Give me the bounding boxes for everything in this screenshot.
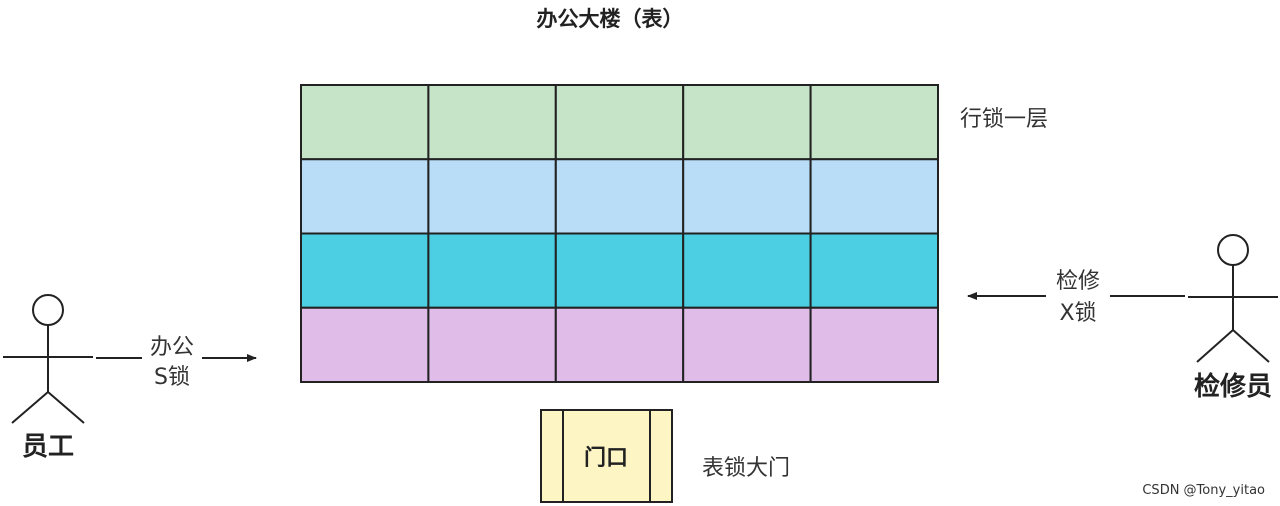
repairman-right-leg (1232, 329, 1270, 363)
employee-name: 员工 (22, 432, 74, 462)
employee-arrow-label-bg (142, 333, 202, 387)
employee-left-leg (11, 391, 49, 424)
floor-2-cell-3 (554, 158, 685, 235)
employee-actor (3, 294, 93, 424)
repairman-action-line2: X锁 (1059, 301, 1096, 326)
repairman-actor (1188, 234, 1278, 363)
floor-2-cell-4 (682, 158, 812, 235)
door: 门口 (540, 409, 673, 503)
repairman-head (1217, 234, 1249, 266)
floor-3-cell-3 (554, 232, 685, 309)
employee-action-line2: S锁 (154, 365, 190, 390)
floor-4-cell-4 (682, 306, 812, 383)
repairman-left-leg (1196, 329, 1234, 363)
diagram-title: 办公大楼（表） (537, 7, 684, 31)
floor-2-cell-2 (427, 158, 557, 235)
watermark: CSDN @Tony_yitao (1142, 483, 1265, 498)
floor-2-cell-1 (300, 158, 430, 235)
floor-3-cell-5 (809, 232, 939, 309)
repairman-action-line1: 检修 (1056, 269, 1100, 294)
row-lock-label: 行锁一层 (960, 107, 1048, 132)
floor-4-cell-2 (427, 306, 557, 383)
floor-2-cell-5 (809, 158, 939, 235)
floor-4-cell-1 (300, 306, 430, 383)
floor-3-cell-1 (300, 232, 430, 309)
floor-1-cell-3 (554, 84, 685, 161)
floor-4-cell-3 (554, 306, 685, 383)
floor-1-cell-4 (682, 84, 812, 161)
door-label: 门口 (584, 445, 628, 471)
floor-1-cell-1 (300, 84, 430, 161)
floor-1-cell-5 (809, 84, 939, 161)
floor-4-cell-5 (809, 306, 939, 383)
repairman-arrow-label-bg (1046, 266, 1110, 326)
table-lock-label: 表锁大门 (702, 456, 790, 481)
repairman-name: 检修员 (1194, 371, 1272, 402)
floor-3-cell-2 (427, 232, 557, 309)
building-table (300, 84, 939, 383)
employee-head (32, 294, 64, 326)
floor-3-cell-4 (682, 232, 812, 309)
employee-action-line1: 办公 (150, 335, 194, 360)
floor-1-cell-2 (427, 84, 557, 161)
employee-right-leg (47, 391, 85, 424)
